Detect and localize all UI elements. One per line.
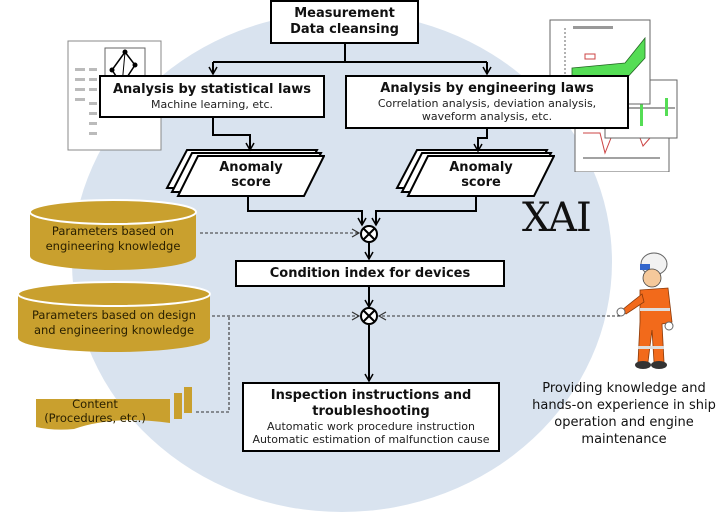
content-line1: Content <box>72 397 118 411</box>
statistical-subtitle: Machine learning, etc. <box>150 98 274 111</box>
caption-line2: hands-on experience in ship <box>532 398 716 413</box>
data-cleansing-label: Data cleansing <box>290 22 399 37</box>
inspection-sub-2: Automatic estimation of malfunction caus… <box>252 433 490 446</box>
anomaly-right-line2: score <box>461 175 501 190</box>
database-cylinder-icon <box>17 281 211 352</box>
database-design-parameters: Parameters based on design and engineeri… <box>16 280 212 354</box>
worker-caption: Providing knowledge and hands-on experie… <box>524 380 724 448</box>
anomaly-left-line1: Anomaly <box>219 160 283 175</box>
caption-line4: maintenance <box>581 432 667 447</box>
inspection-title-2: troubleshooting <box>312 404 430 419</box>
engineering-title: Analysis by engineering laws <box>380 81 594 96</box>
engineer-worker-icon <box>616 252 674 369</box>
inspection-sub-1: Automatic work procedure instruction <box>266 420 476 433</box>
engineering-analysis-box: Analysis by engineering laws Correlation… <box>345 75 629 129</box>
document-stack-icon <box>36 387 192 430</box>
anomaly-score-right: Anomaly score <box>395 148 555 198</box>
measurement-label: Measurement <box>294 6 395 21</box>
condition-index-label: Condition index for devices <box>269 265 471 281</box>
stacked-parallelogram-icon <box>395 149 555 197</box>
param-eng-line1: Parameters based on <box>51 224 175 238</box>
param-design-line2: and engineering knowledge <box>33 323 195 337</box>
anomaly-score-left: Anomaly score <box>165 148 325 198</box>
content-line2: (Procedures, etc.) <box>44 411 146 425</box>
caption-line1: Providing knowledge and <box>542 381 706 396</box>
engineering-subtitle-1: Correlation analysis, deviation analysis… <box>377 97 597 110</box>
measurement-data-cleansing-box: Measurement Data cleansing <box>270 0 419 44</box>
inspection-title-1: Inspection instructions and <box>270 388 472 403</box>
param-eng-line2: engineering knowledge <box>45 239 181 253</box>
param-design-line1: Parameters based on design <box>32 308 196 322</box>
condition-index-box: Condition index for devices <box>235 260 505 287</box>
statistical-analysis-box: Analysis by statistical laws Machine lea… <box>99 75 325 118</box>
inspection-troubleshooting-box: Inspection instructions and troubleshoot… <box>242 382 500 452</box>
anomaly-left-line2: score <box>231 175 271 190</box>
xai-label: XAI <box>522 195 592 241</box>
database-cylinder-icon <box>29 199 197 270</box>
engineering-subtitle-2: waveform analysis, etc. <box>421 110 553 123</box>
anomaly-right-line1: Anomaly <box>449 160 513 175</box>
database-engineering-parameters: Parameters based on engineering knowledg… <box>28 198 198 272</box>
stacked-parallelogram-icon <box>165 149 325 197</box>
caption-line3: operation and engine <box>554 415 694 430</box>
statistical-title: Analysis by statistical laws <box>112 82 312 97</box>
